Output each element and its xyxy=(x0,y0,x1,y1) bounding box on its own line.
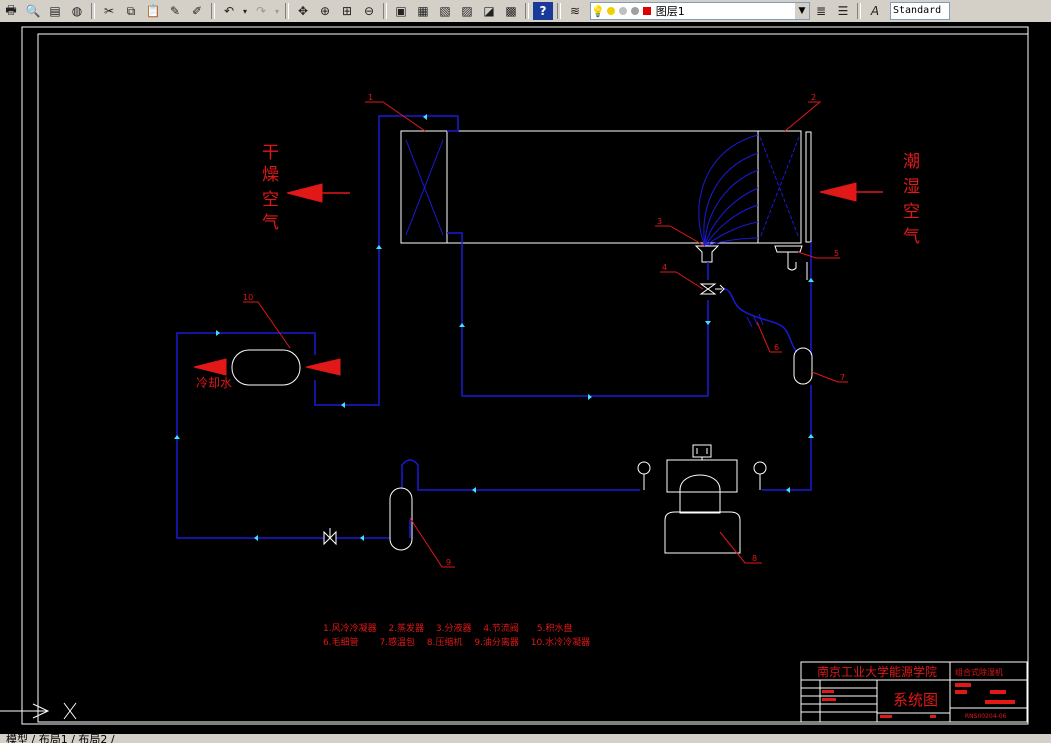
tab-strip-label[interactable]: 模型 / 布局1 / 布局2 / xyxy=(6,734,115,743)
outer-frame xyxy=(21,26,1029,725)
globe-valve xyxy=(323,528,337,546)
number-10: 10 xyxy=(243,293,253,302)
layer-manager-icon[interactable]: ≋ xyxy=(569,4,581,18)
drawing-svg: 干 燥 空 气 潮 湿 空 气 冷却水 1 2 3 4 5 6 7 8 9 10… xyxy=(0,26,1029,725)
preview-icon[interactable]: 🔍 xyxy=(25,4,41,18)
layout-tabs[interactable]: 模型 / 布局1 / 布局2 / xyxy=(0,734,1051,743)
copy-icon[interactable]: ⧉ xyxy=(126,3,136,18)
number-5: 5 xyxy=(834,249,839,258)
air-condenser xyxy=(400,130,448,244)
water-condenser xyxy=(231,349,301,386)
layer-dropdown[interactable]: 💡 图层1 ▼ xyxy=(590,2,810,20)
color-swatch-icon xyxy=(642,7,651,15)
standard-toolbar: 🖶 🔍 ▤ ◍ ✂ ⧉ 📋 ✎ ✐ ↶ ▾ ↷ ▾ ✥ ⊕ ⊞ ⊖ ▣ ▦ ▧ … xyxy=(0,0,1051,23)
cut-icon[interactable]: ✂ xyxy=(103,4,115,18)
label-humid-3: 气 xyxy=(903,227,920,247)
refrigerant-piping xyxy=(176,115,812,539)
number-9: 9 xyxy=(446,558,451,567)
label-dry-2: 空 xyxy=(262,190,279,210)
filter xyxy=(805,131,812,243)
layer-name: 图层1 xyxy=(655,5,685,18)
inner-frame xyxy=(37,33,1029,723)
compressor xyxy=(637,444,767,554)
design-center-icon[interactable]: ▦ xyxy=(417,4,429,18)
number-1: 1 xyxy=(368,93,373,102)
expansion-valve xyxy=(699,283,717,295)
make-current-icon[interactable]: ≣ xyxy=(815,4,827,18)
oil-separator xyxy=(389,487,413,551)
flow-arrows xyxy=(174,114,814,541)
print-icon[interactable]: 🖶 xyxy=(5,2,17,17)
match-properties-icon[interactable]: ✎ xyxy=(169,4,181,18)
layer-previous-icon[interactable]: ☰ xyxy=(837,4,849,18)
label-dry-3: 气 xyxy=(262,213,279,233)
plot-icon xyxy=(630,7,639,15)
label-humid-1: 湿 xyxy=(903,177,920,197)
markup-icon[interactable]: ◪ xyxy=(483,4,495,18)
text-style-icon[interactable]: A xyxy=(870,4,880,18)
label-dry-0: 干 xyxy=(262,143,279,163)
bulb-icon: 💡 xyxy=(591,4,605,18)
condenser-cross xyxy=(405,139,444,236)
paste-icon[interactable]: 📋 xyxy=(145,4,161,18)
block-editor-icon[interactable]: ✐ xyxy=(191,4,203,18)
help-icon[interactable]: ? xyxy=(533,2,553,20)
title-drawing-name: 系统图 xyxy=(893,691,938,709)
undo-dropdown-icon[interactable]: ▾ xyxy=(242,6,247,16)
leader-lines xyxy=(243,101,848,568)
publish-icon[interactable]: ▤ xyxy=(49,4,61,18)
label-cooling-water: 冷却水 xyxy=(196,376,232,390)
text-style-dropdown[interactable]: Standard xyxy=(890,2,950,20)
title-school: 南京工业大学能源学院 xyxy=(817,664,937,679)
title-project: 组合式除湿机 xyxy=(955,667,1003,677)
redo-icon[interactable]: ↷ xyxy=(255,4,267,18)
sun-icon xyxy=(606,7,615,15)
undo-icon[interactable]: ↶ xyxy=(223,4,235,18)
sheet-set-icon[interactable]: ▨ xyxy=(461,4,473,18)
number-8: 8 xyxy=(752,554,757,563)
sensing-bulb xyxy=(793,347,813,385)
zoom-window-icon[interactable]: ⊞ xyxy=(341,4,353,18)
label-dry-1: 燥 xyxy=(262,165,279,185)
legend-row-1: 1.风冷冷凝器 2.蒸发器 3.分液器 4.节流阀 5.积水盘 xyxy=(323,622,573,634)
redo-dropdown-icon[interactable]: ▾ xyxy=(274,6,279,16)
ucs-icon xyxy=(0,702,77,720)
air-flow-arrows xyxy=(193,182,883,376)
chevron-down-icon[interactable]: ▼ xyxy=(795,3,809,19)
evaporator-cross xyxy=(759,136,800,239)
distributor xyxy=(694,245,720,263)
title-drawing-no: RNS00204-06 xyxy=(965,713,1007,720)
calculator-icon[interactable]: ▩ xyxy=(505,4,517,18)
pan-icon[interactable]: ✥ xyxy=(297,4,309,18)
drawing-canvas[interactable]: 干 燥 空 气 潮 湿 空 气 冷却水 1 2 3 4 5 6 7 8 9 10… xyxy=(0,22,1051,734)
tool-palettes-icon[interactable]: ▧ xyxy=(439,4,451,18)
drain-pan xyxy=(774,245,803,253)
number-7: 7 xyxy=(840,373,845,382)
zoom-previous-icon[interactable]: ⊖ xyxy=(363,4,375,18)
number-4: 4 xyxy=(662,263,667,272)
evaporator xyxy=(757,130,802,244)
label-humid-2: 空 xyxy=(903,202,920,222)
lock-icon xyxy=(618,7,627,15)
properties-icon[interactable]: ▣ xyxy=(395,4,407,18)
legend-row-2: 6.毛细管 7.感温包 8.压缩机 9.油分离器 10.水冷冷凝器 xyxy=(323,636,590,648)
number-6: 6 xyxy=(774,343,779,352)
number-2: 2 xyxy=(811,93,816,102)
zoom-realtime-icon[interactable]: ⊕ xyxy=(319,4,331,18)
title-block xyxy=(800,661,1028,723)
web-icon[interactable]: ◍ xyxy=(71,4,83,18)
label-humid-0: 潮 xyxy=(903,152,920,172)
number-3: 3 xyxy=(657,217,662,226)
